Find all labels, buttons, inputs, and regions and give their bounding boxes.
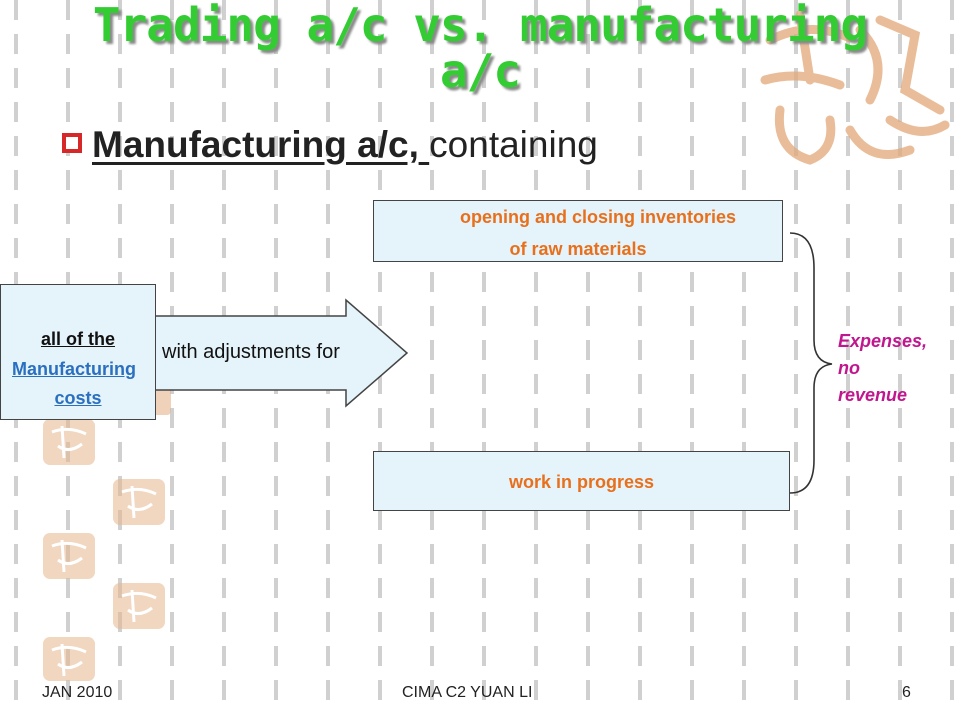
seal-stamp-icon <box>113 479 165 525</box>
bullet-point: Manufacturing a/c, containing <box>62 120 598 170</box>
manufacturing-costs-box: all of the Manufacturing costs <box>0 284 156 420</box>
bullet-underline-gap <box>419 124 429 166</box>
work-in-progress-box: work in progress <box>373 451 790 511</box>
manufacturing-costs-line3: costs <box>54 388 102 408</box>
square-bullet-icon <box>62 133 82 153</box>
background-pattern <box>14 0 954 700</box>
bullet-strong-text: Manufacturing a/c, <box>92 124 419 165</box>
result-line3: revenue <box>838 385 908 405</box>
seal-stamp-icon <box>43 533 95 579</box>
page-number: 6 <box>902 684 911 701</box>
result-line1: Expenses, <box>838 331 928 351</box>
arrow-label: with adjustments for <box>162 341 340 363</box>
footer-date: JAN 2010 <box>42 684 113 701</box>
adjustment-arrow <box>150 298 409 408</box>
manufacturing-costs-line2: Manufacturing <box>12 359 136 379</box>
right-brace-icon <box>789 232 833 494</box>
calligraphy-decoration-icon <box>760 10 950 165</box>
result-text: Expenses, no revenue <box>838 328 927 409</box>
bullet-rest-text: containing <box>429 124 598 165</box>
raw-materials-line2: of raw materials <box>509 239 647 259</box>
raw-materials-box: opening and closing inventories of raw m… <box>373 200 783 262</box>
manufacturing-costs-line1: all of the <box>40 329 115 349</box>
seal-stamp-icon <box>43 419 95 465</box>
footer-author: CIMA C2 YUAN LI <box>402 684 533 701</box>
seal-stamp-icon <box>113 583 165 629</box>
result-line2: no <box>838 358 860 378</box>
slide-title: Trading a/c vs. manufacturing a/c <box>92 0 868 98</box>
seal-stamp-icon <box>43 637 95 681</box>
raw-materials-line1: opening and closing inventories <box>459 207 737 227</box>
seal-stamp-icon <box>151 387 171 415</box>
